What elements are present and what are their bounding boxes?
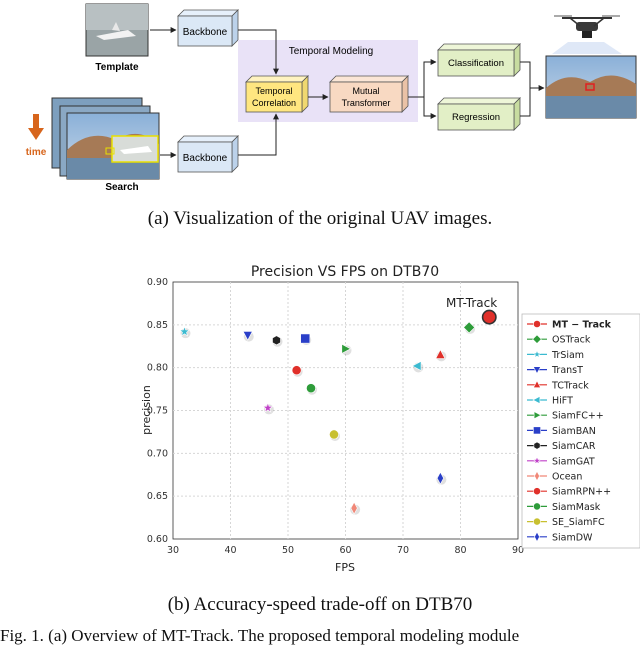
legend-marker: [533, 320, 541, 328]
data-point: [341, 343, 352, 354]
x-axis-label: FPS: [335, 561, 355, 574]
caption-a: (a) Visualization of the original UAV im…: [147, 208, 493, 229]
mutual-transformer-label-1: Mutual: [352, 86, 379, 96]
legend-marker: [532, 380, 542, 388]
legend-entry: TransT: [551, 365, 583, 376]
caption-b: (b) Accuracy-speed trade-off on DTB70: [167, 594, 473, 615]
architecture-diagram: Template Search time Backbone Backbone T…: [26, 3, 637, 193]
temporal-modeling-label: Temporal Modeling: [289, 46, 374, 57]
backbone-top-label: Backbone: [183, 27, 228, 38]
legend-marker: [532, 395, 541, 405]
classification-label: Classification: [448, 58, 504, 69]
x-tick-label: 70: [397, 545, 409, 556]
data-point: [350, 501, 358, 515]
data-point: [291, 365, 302, 376]
drone-icon: [552, 15, 622, 54]
legend-entry: SiamBAN: [552, 426, 596, 437]
data-point: [272, 335, 281, 346]
legend-marker: [532, 455, 542, 465]
y-tick-label: 0.80: [147, 363, 168, 374]
legend-marker: [533, 411, 542, 420]
x-tick-label: 40: [224, 545, 236, 556]
legend-entry: OSTrack: [552, 335, 591, 346]
legend-entry: SiamRPN++: [552, 487, 611, 498]
chart-title: Precision VS FPS on DTB70: [251, 264, 439, 280]
data-point: [178, 325, 191, 337]
y-tick-label: 0.90: [147, 277, 168, 288]
legend-marker: [533, 426, 541, 435]
mutual-transformer-label-2: Transformer: [342, 98, 391, 108]
regression-block: [437, 97, 521, 131]
data-point: [411, 360, 422, 372]
legend-entry: SiamCAR: [552, 441, 596, 452]
search-image-stack: [51, 97, 160, 180]
x-tick-label: 30: [167, 545, 179, 556]
y-tick-label: 0.70: [147, 448, 168, 459]
legend-marker: [533, 502, 541, 511]
regression-label: Regression: [452, 112, 500, 123]
backbone-top-block: [177, 9, 239, 47]
data-point: [481, 309, 497, 325]
data-point: [242, 331, 253, 341]
x-tick-label: 50: [282, 545, 294, 556]
data-point: [262, 401, 274, 413]
figure-footer-text: Fig. 1. (a) Overview of MT-Track. The pr…: [0, 626, 520, 645]
data-points: [178, 309, 497, 515]
x-tick-label: 80: [454, 545, 466, 556]
legend-marker: [533, 441, 541, 450]
search-label: Search: [105, 182, 138, 193]
legend-entry: SiamFC++: [552, 411, 604, 422]
y-tick-label: 0.85: [147, 320, 168, 331]
mutual-transformer-block: [329, 75, 409, 113]
axis-ticks: 30 40 50 60 70 80 90 0.60 0.65 0.70 0.75 0.80 0.85 0.…: [147, 277, 524, 556]
data-point: [300, 333, 311, 344]
legend-entry: SiamDW: [552, 532, 593, 543]
data-point: [436, 471, 444, 485]
y-tick-label: 0.60: [147, 534, 168, 545]
y-tick-label: 0.75: [147, 406, 168, 417]
time-arrow-icon: [28, 114, 44, 140]
temporal-correlation-label-2: Correlation: [252, 98, 296, 108]
scatter-chart: Precision VS FPS on DTB70 30 40 50 60 70 80 90…: [140, 264, 640, 574]
x-tick-label: 90: [512, 545, 524, 556]
temporal-correlation-label-1: Temporal: [255, 86, 292, 96]
data-point: [435, 349, 446, 359]
x-tick-label: 60: [339, 545, 351, 556]
classification-block: [437, 43, 521, 77]
y-tick-label: 0.65: [147, 491, 168, 502]
result-image: [545, 55, 637, 119]
legend-entry: SiamMask: [552, 502, 601, 513]
legend-entry: HiFT: [552, 396, 573, 407]
data-point: [306, 383, 316, 394]
legend-entry: SiamGAT: [552, 456, 595, 467]
mt-track-annotation: MT-Track: [446, 296, 497, 310]
legend-marker: [534, 470, 540, 482]
y-axis-label: precision: [140, 385, 153, 435]
legend-marker: [532, 366, 542, 375]
template-label: Template: [95, 62, 139, 73]
grid-lines: [173, 282, 518, 539]
legend-marker: [534, 531, 540, 543]
backbone-bottom-block: [177, 135, 239, 173]
legend-entry: Ocean: [552, 472, 582, 483]
legend-marker: [533, 517, 541, 526]
legend-entry: TrSiam: [551, 350, 584, 361]
legend-entry: TCTrack: [551, 380, 589, 391]
legend-marker: [533, 487, 541, 496]
legend-entry: MT − Track: [552, 320, 612, 331]
temporal-correlation-block: [245, 75, 309, 113]
legend-marker: [532, 334, 542, 344]
data-point: [329, 429, 339, 440]
backbone-bottom-label: Backbone: [183, 153, 228, 164]
time-label: time: [26, 147, 47, 158]
legend-entry: SE_SiamFC: [552, 517, 605, 528]
legend-marker: [532, 349, 542, 359]
data-point: [463, 321, 476, 334]
template-image: [85, 3, 149, 57]
